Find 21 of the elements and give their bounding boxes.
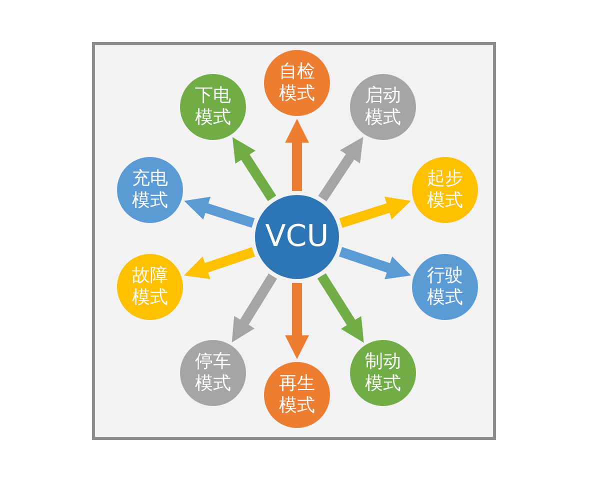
arrow bbox=[184, 247, 256, 280]
arrow bbox=[338, 246, 412, 280]
mode-label: 启动模式 bbox=[364, 84, 402, 130]
mode-label: 起步模式 bbox=[426, 168, 464, 212]
arrow bbox=[184, 196, 255, 228]
arrow bbox=[318, 136, 364, 202]
arrow bbox=[285, 283, 309, 360]
mode-label: 停车模式 bbox=[194, 350, 232, 396]
arrow bbox=[317, 273, 364, 343]
arrow bbox=[339, 196, 411, 228]
arrow bbox=[285, 118, 309, 191]
mode-label: 制动模式 bbox=[364, 350, 402, 396]
mode-label: 再生模式 bbox=[278, 372, 316, 418]
arrow bbox=[232, 137, 276, 202]
arrow bbox=[232, 274, 278, 343]
mode-label: 下电模式 bbox=[194, 84, 232, 130]
center-label: VCU bbox=[265, 218, 329, 256]
mode-label: 自检模式 bbox=[278, 60, 316, 106]
mode-label: 故障模式 bbox=[131, 264, 169, 310]
mode-label: 充电模式 bbox=[131, 168, 169, 212]
mode-label: 行驶模式 bbox=[426, 264, 464, 310]
